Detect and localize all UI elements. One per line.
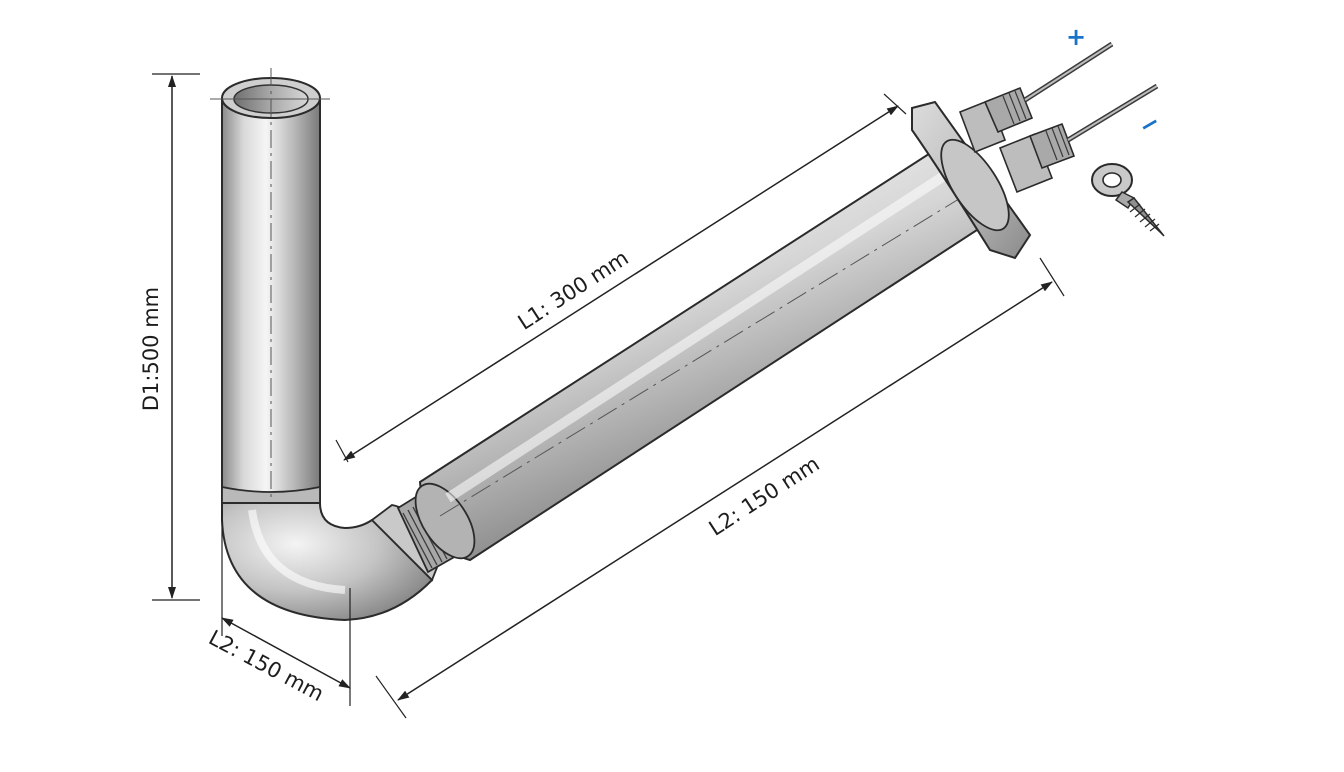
mounting-flange	[911, 100, 1032, 260]
dimension-l1-label: L1: 300 mm	[514, 246, 633, 335]
dimension-l2-long	[375, 257, 1065, 719]
terminal-fitting-negative	[998, 83, 1159, 194]
pipe-elbow	[221, 502, 434, 622]
dimension-d1	[152, 73, 200, 601]
terminal-label-positive: +	[1066, 23, 1086, 51]
dimension-d1-label: D1:500 mm	[139, 287, 163, 411]
ring-terminal-screw-icon	[1091, 163, 1165, 237]
dimension-l2-short	[221, 510, 351, 706]
dimension-l2-long-label: L2: 150 mm	[705, 452, 824, 541]
terminal-label-negative: −	[1134, 107, 1165, 141]
terminal-fitting-positive	[958, 41, 1114, 154]
